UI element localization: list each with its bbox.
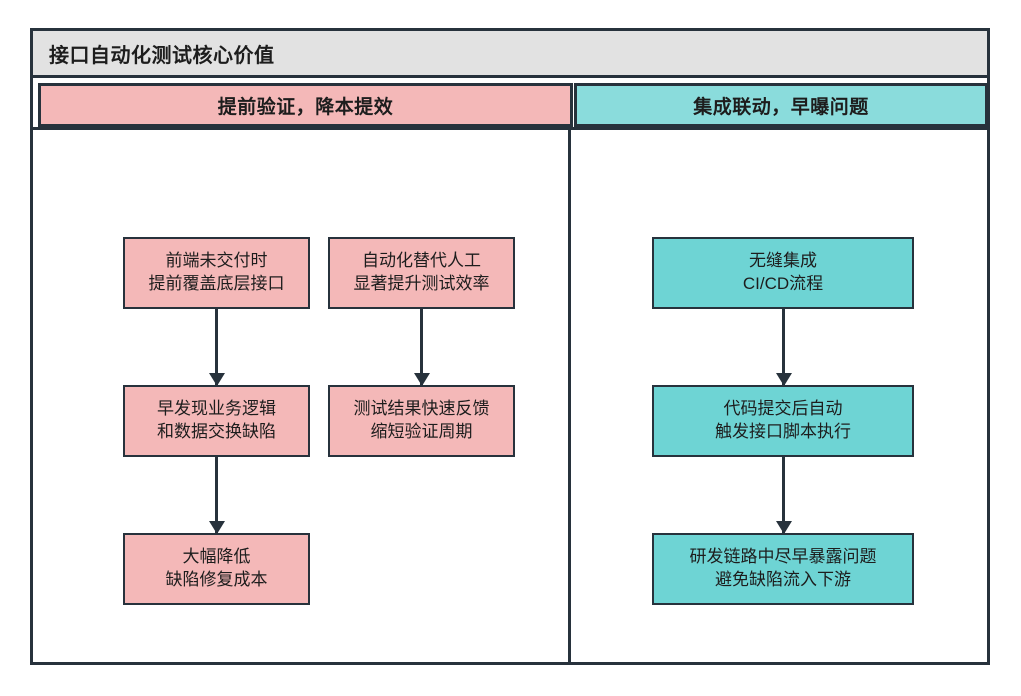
node-line: 触发接口脚本执行 — [715, 422, 851, 441]
column-header-right: 集成联动，早曝问题 — [574, 83, 988, 127]
node-left-b-1: 自动化替代人工 显著提升测试效率 — [328, 237, 515, 309]
node-line: 自动化替代人工 — [362, 251, 481, 271]
node-right-2: 代码提交后自动 触发接口脚本执行 — [652, 385, 914, 457]
column-header-left-label: 提前验证，降本提效 — [217, 96, 394, 118]
diagram-frame: 接口自动化测试核心价值 提前验证，降本提效 集成联动，早曝问题 前端未交付时 提… — [30, 28, 990, 665]
node-line: 提前覆盖底层接口 — [148, 274, 285, 293]
node-line: 研发链路中尽早暴露问题 — [689, 547, 877, 567]
node-line: 缺陷修复成本 — [165, 570, 268, 589]
node-left-b-2: 测试结果快速反馈 缩短验证周期 — [328, 385, 515, 457]
node-line: 代码提交后自动 — [723, 399, 843, 419]
column-pane-right: 无缝集成 CI/CD流程 代码提交后自动 触发接口脚本执行 研发链路中尽早暴露问… — [571, 127, 987, 662]
arrow-left-b-1-to-2 — [420, 309, 423, 385]
node-right-3: 研发链路中尽早暴露问题 避免缺陷流入下游 — [652, 533, 914, 605]
node-line: 和数据交换缺陷 — [157, 422, 276, 441]
node-line: 测试结果快速反馈 — [353, 399, 490, 419]
column-header-right-label: 集成联动，早曝问题 — [693, 96, 869, 118]
diagram-title-bar: 接口自动化测试核心价值 — [33, 31, 987, 78]
page-title: 接口自动化测试核心价值 — [49, 44, 275, 67]
arrow-right-2-to-3 — [782, 457, 785, 533]
node-line: CI/CD流程 — [742, 274, 824, 293]
node-line: 大幅降低 — [182, 547, 251, 567]
node-left-a-2: 早发现业务逻辑 和数据交换缺陷 — [123, 385, 310, 457]
arrow-left-a-2-to-3 — [215, 457, 218, 533]
column-header-left: 提前验证，降本提效 — [38, 83, 573, 127]
column-pane-left: 前端未交付时 提前覆盖底层接口 早发现业务逻辑 和数据交换缺陷 大幅降低 缺陷修… — [33, 127, 571, 662]
node-line: 前端未交付时 — [165, 251, 268, 271]
node-line: 早发现业务逻辑 — [157, 399, 276, 419]
arrow-right-1-to-2 — [782, 309, 785, 385]
node-line: 缩短验证周期 — [370, 422, 473, 441]
node-left-a-3: 大幅降低 缺陷修复成本 — [123, 533, 310, 605]
node-line: 无缝集成 — [749, 251, 817, 271]
node-line: 避免缺陷流入下游 — [715, 570, 851, 589]
node-right-1: 无缝集成 CI/CD流程 — [652, 237, 914, 309]
arrow-left-a-1-to-2 — [215, 309, 218, 385]
node-line: 显著提升测试效率 — [353, 274, 490, 293]
node-left-a-1: 前端未交付时 提前覆盖底层接口 — [123, 237, 310, 309]
